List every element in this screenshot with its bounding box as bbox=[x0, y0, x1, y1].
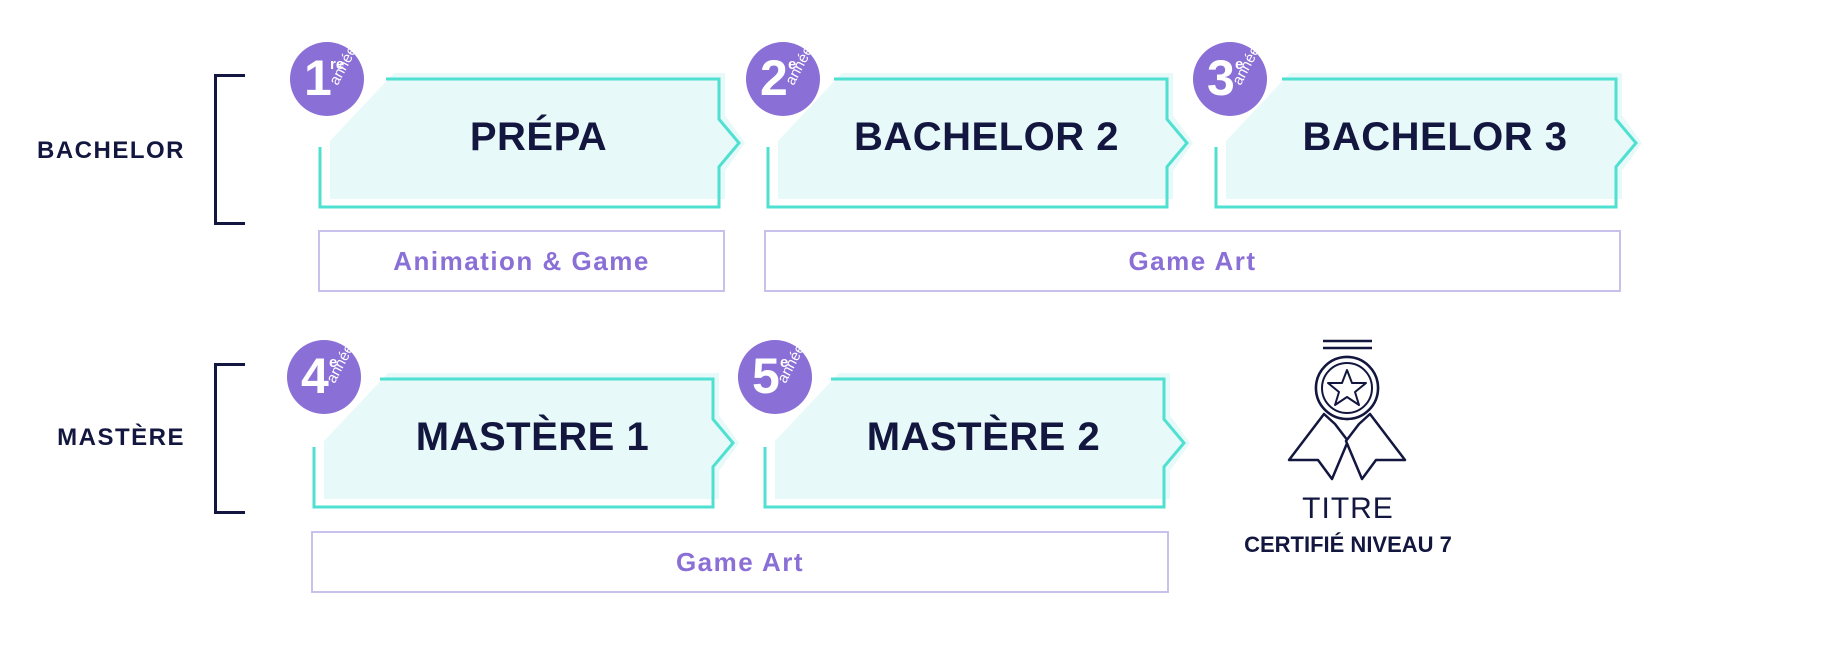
card-title: BACHELOR 3 bbox=[1302, 115, 1568, 159]
bracket-mastere bbox=[214, 363, 245, 514]
year-badge-5: 5 e année bbox=[738, 340, 812, 414]
year-badge-1: 1 re année bbox=[290, 42, 364, 116]
year-card-1: PRÉPA bbox=[318, 73, 745, 209]
year-badge-3: 3 e année bbox=[1193, 42, 1267, 116]
badge-number: 4 bbox=[301, 348, 329, 404]
year-card-3: BACHELOR 3 bbox=[1214, 73, 1642, 209]
year-card-4: MASTÈRE 1 bbox=[312, 373, 739, 509]
cert-level: CERTIFIÉ NIVEAU 7 bbox=[1244, 532, 1452, 557]
bracket-bachelor bbox=[214, 74, 245, 225]
badge-superscript: e bbox=[1235, 56, 1244, 73]
year-card-2: BACHELOR 2 bbox=[766, 73, 1193, 209]
badge-number: 1 bbox=[304, 50, 332, 106]
track-prepa: Animation & Game bbox=[318, 230, 725, 292]
track-bachelor: Game Art bbox=[764, 230, 1621, 292]
badge-superscript: e bbox=[780, 354, 789, 371]
badge-number: 3 bbox=[1207, 50, 1235, 106]
level-label-bachelor: BACHELOR bbox=[37, 137, 185, 164]
badge-number: 5 bbox=[752, 348, 780, 404]
card-title: MASTÈRE 2 bbox=[866, 415, 1101, 459]
track-mastere: Game Art bbox=[311, 531, 1169, 593]
badge-number: 2 bbox=[760, 50, 788, 106]
year-card-5: MASTÈRE 2 bbox=[763, 373, 1190, 509]
cert-title: TITRE bbox=[1302, 492, 1394, 525]
year-badge-4: 4 e année bbox=[287, 340, 361, 414]
badge-superscript: re bbox=[330, 56, 345, 73]
year-badge-2: 2 e année bbox=[746, 42, 820, 116]
level-label-mastere: MASTÈRE bbox=[57, 424, 185, 451]
medal-icon bbox=[1280, 336, 1420, 484]
card-title: PRÉPA bbox=[469, 115, 608, 159]
card-title: BACHELOR 2 bbox=[853, 115, 1120, 159]
badge-superscript: e bbox=[788, 56, 797, 73]
card-title: MASTÈRE 1 bbox=[415, 415, 650, 459]
badge-superscript: e bbox=[329, 354, 338, 371]
